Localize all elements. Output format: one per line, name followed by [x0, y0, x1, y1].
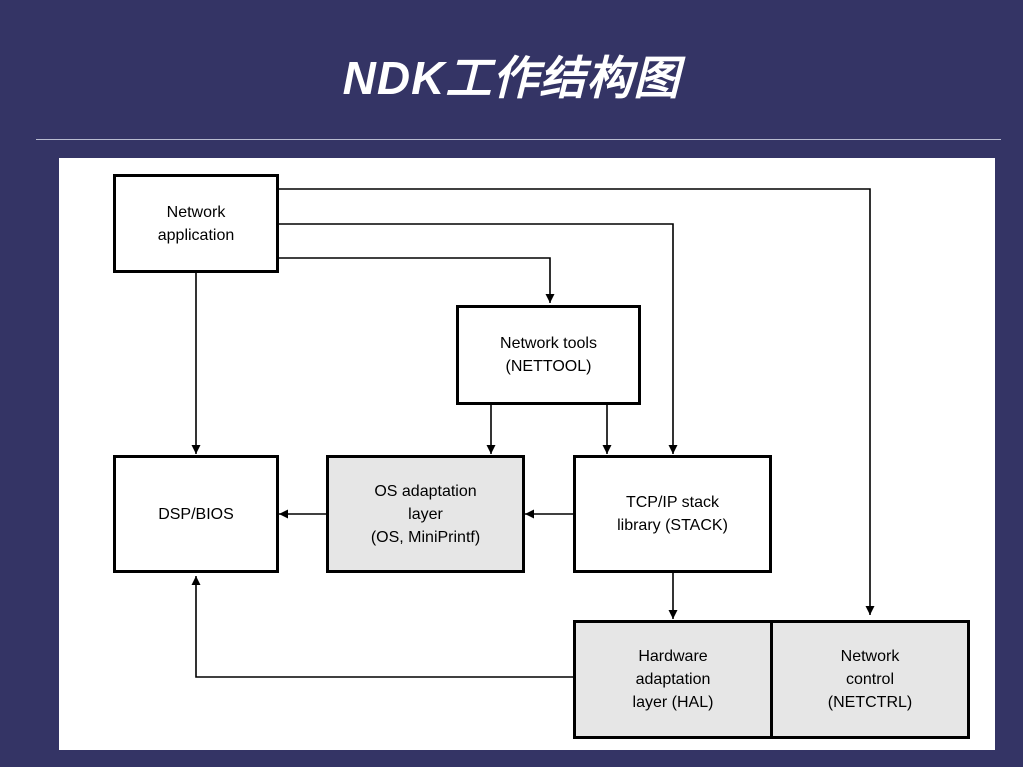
- node-label: layer: [408, 505, 443, 523]
- node-label: TCP/IP stack: [625, 494, 720, 511]
- node-label: layer (HAL): [632, 694, 714, 711]
- node-label: library (STACK): [617, 517, 728, 534]
- node-label: (NETCTRL): [827, 694, 913, 711]
- title-divider: [36, 139, 1001, 140]
- node-label: Hardware: [638, 648, 708, 665]
- diagram-panel: Network application Network tools (NETTO…: [59, 158, 995, 750]
- node-label: DSP/BIOS: [158, 505, 234, 523]
- node-label: (NETTOOL): [505, 358, 592, 375]
- node-hardware-adaptation-layer: Hardware adaptation layer (HAL): [573, 620, 773, 739]
- node-dsp-bios: DSP/BIOS: [113, 455, 279, 573]
- connector-layer: [191, 188, 875, 678]
- node-label: application: [157, 226, 235, 244]
- node-label: control: [845, 671, 895, 688]
- node-label: Network: [840, 648, 900, 665]
- node-network-application: Network application: [113, 174, 279, 273]
- slide-title: NDK工作结构图: [342, 52, 681, 104]
- node-label: Network tools: [500, 335, 597, 352]
- edge-app-to-nettool: [279, 257, 555, 303]
- node-network-tools: Network tools (NETTOOL): [456, 305, 641, 405]
- edge-hal-to-dspbios: [191, 576, 573, 678]
- node-label: (OS, MiniPrintf): [370, 528, 481, 546]
- node-label: adaptation: [635, 671, 711, 688]
- edge-app-to-stack: [279, 223, 678, 454]
- node-network-control: Network control (NETCTRL): [770, 620, 970, 739]
- node-label: Network: [166, 203, 226, 221]
- edge-app-to-netctrl: [279, 188, 875, 615]
- node-label: OS adaptation: [374, 482, 477, 500]
- node-tcpip-stack: TCP/IP stack library (STACK): [573, 455, 772, 573]
- node-os-adaptation-layer: OS adaptation layer (OS, MiniPrintf): [326, 455, 525, 573]
